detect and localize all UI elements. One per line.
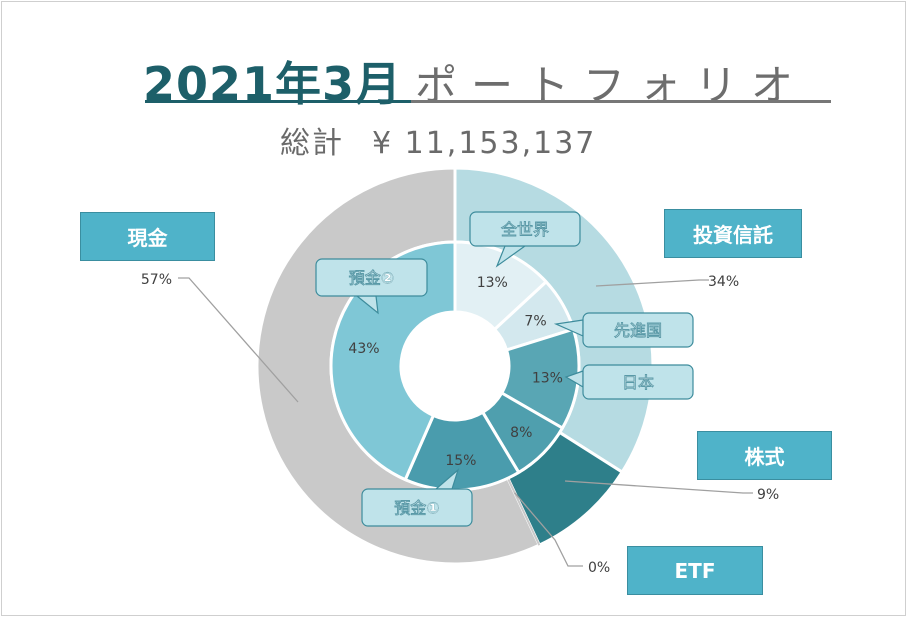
callout-japan-box: [582, 364, 694, 400]
inner-value-label-1: 7%: [524, 314, 546, 330]
outer-value-label-3: 57%: [141, 272, 172, 288]
title-underline-date: [145, 100, 411, 103]
callout-deposit-2-text: 預金②: [349, 269, 395, 288]
inner-value-label-0: 13%: [477, 275, 508, 291]
callout-deposit-1-box: [361, 488, 473, 527]
category-label-etf: ETF: [674, 558, 716, 583]
category-box-etf: ETF: [627, 546, 763, 595]
callout-global-text: 全世界: [500, 220, 549, 239]
title-underline-portfolio: [411, 100, 831, 103]
inner-value-label-3: 8%: [510, 425, 532, 441]
callout-developed-box: [582, 312, 694, 348]
leader-line-0: [595, 279, 709, 287]
inner-value-label-4: 15%: [445, 453, 476, 469]
outer-value-label-0: 34%: [708, 274, 739, 290]
callout-japan-text: 日本: [622, 373, 654, 392]
total-label: 総計: [280, 126, 344, 161]
leader-line-3: [178, 277, 299, 403]
category-label-stocks: 株式: [744, 445, 785, 469]
total-amount: ¥ 11,153,137: [372, 126, 597, 161]
callout-developed: 先進国: [553, 312, 694, 348]
callout-japan: 日本: [564, 364, 694, 400]
category-box-investment-trust: 投資信託: [664, 209, 802, 258]
inner-slice-5: [329, 240, 457, 482]
leader-line-etf: [514, 492, 583, 567]
callout-deposit-2: 預金②: [315, 258, 428, 315]
outer-value-label-1: 9%: [757, 487, 779, 503]
callout-global: 全世界: [469, 211, 581, 268]
total-line: 総計 ¥ 11,153,137: [280, 118, 596, 162]
callout-deposit-1: 預金①: [361, 468, 473, 527]
outer-value-label-2: 0%: [588, 560, 610, 576]
callout-global-box: [469, 211, 581, 247]
category-box-cash: 現金: [80, 212, 215, 261]
inner-value-label-2: 13%: [532, 370, 563, 386]
callout-deposit-2-box: [315, 258, 428, 297]
category-label-cash: 現金: [127, 226, 168, 250]
inner-value-label-5: 43%: [348, 341, 379, 357]
donut-hole: [403, 314, 507, 418]
leader-line-1: [564, 480, 753, 494]
callout-deposit-1-text: 預金①: [394, 499, 440, 518]
callout-developed-text: 先進国: [614, 321, 662, 340]
category-box-stocks: 株式: [697, 431, 832, 480]
category-label-investment-trust: 投資信託: [693, 223, 773, 247]
